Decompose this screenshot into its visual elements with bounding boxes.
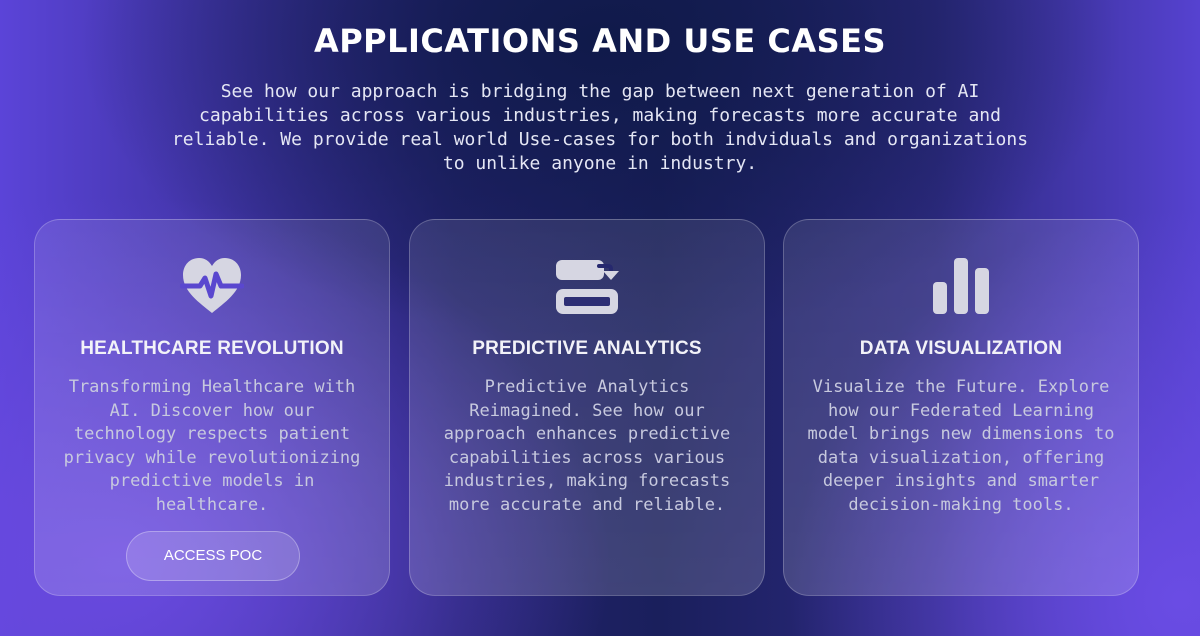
arrow-into-box-icon: [410, 256, 764, 328]
page-title: APPLICATIONS AND USE CASES: [313, 22, 887, 60]
card-predictive-analytics: PREDICTIVE ANALYTICS Predictive Analytic…: [409, 219, 765, 596]
card-description: Transforming Healthcare with AI. Discove…: [63, 377, 361, 515]
card-healthcare-revolution: HEALTHCARE REVOLUTION Transforming Healt…: [34, 219, 390, 596]
card-data-visualization: DATA VISUALIZATION Visualize the Future.…: [783, 219, 1139, 596]
page-subtitle: See how our approach is bridging the gap…: [171, 81, 1029, 174]
card-description: Predictive Analytics Reimagined. See how…: [443, 377, 731, 515]
heart-pulse-icon: [35, 256, 389, 328]
card-title: PREDICTIVE ANALYTICS: [472, 338, 702, 359]
access-poc-button[interactable]: ACCESS POC: [126, 531, 300, 581]
card-title: HEALTHCARE REVOLUTION: [80, 338, 344, 359]
card-description: Visualize the Future. Explore how our Fe…: [807, 377, 1115, 515]
card-title: DATA VISUALIZATION: [859, 338, 1063, 359]
bar-chart-icon: [784, 256, 1138, 328]
